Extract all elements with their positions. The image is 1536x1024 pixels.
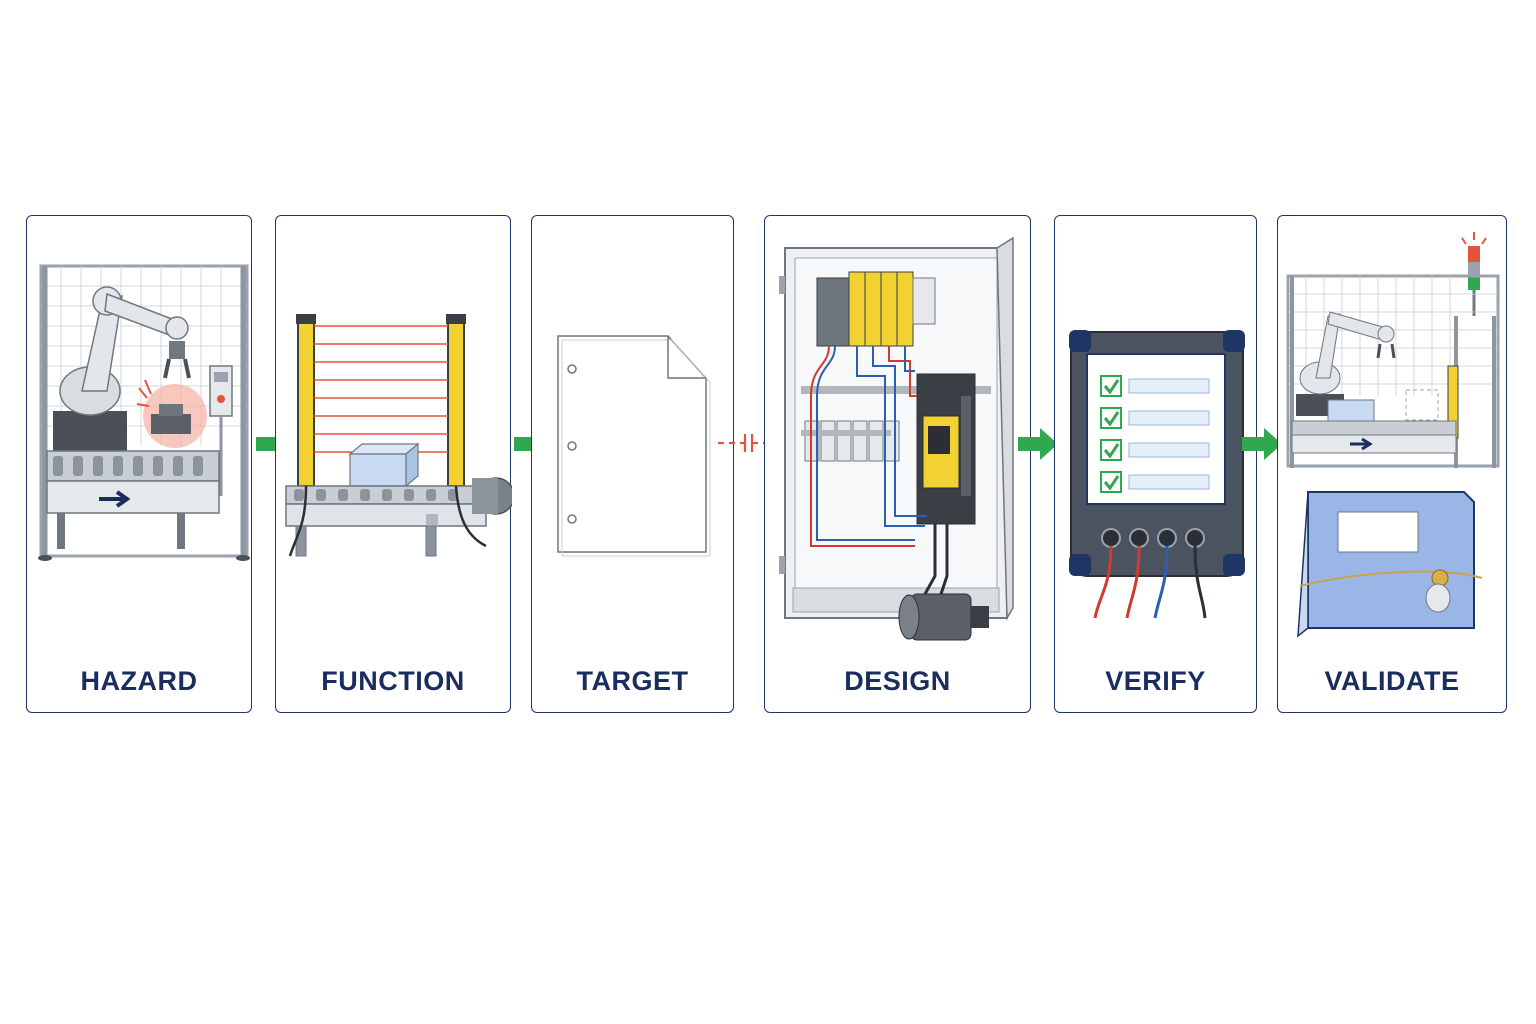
step-label-validate: VALIDATE	[1324, 666, 1460, 696]
step-label-target: TARGET	[576, 666, 689, 696]
arrow-verify-to-validate	[1242, 428, 1282, 460]
step-function: FUNCTION	[275, 215, 512, 713]
light-curtain-conveyor-icon	[285, 314, 512, 557]
step-label-verify: VERIFY	[1105, 666, 1206, 696]
step-design: DESIGN	[764, 215, 1031, 713]
robot-cell-hazard-icon	[38, 264, 250, 561]
control-cabinet-icon	[779, 236, 1014, 641]
step-validate: VALIDATE	[1277, 215, 1507, 713]
step-hazard: HAZARD	[26, 215, 252, 713]
blank-document-icon	[557, 335, 711, 557]
arrow-design-to-verify	[1018, 428, 1058, 460]
guarded-cell-sealed-binder-icon	[1286, 232, 1500, 638]
step-label-design: DESIGN	[844, 666, 951, 696]
checklist-tester-icon	[1069, 330, 1245, 619]
step-label-hazard: HAZARD	[80, 666, 198, 696]
step-label-function: FUNCTION	[321, 666, 465, 696]
step-target: TARGET	[531, 215, 734, 713]
step-verify: VERIFY	[1054, 215, 1257, 713]
